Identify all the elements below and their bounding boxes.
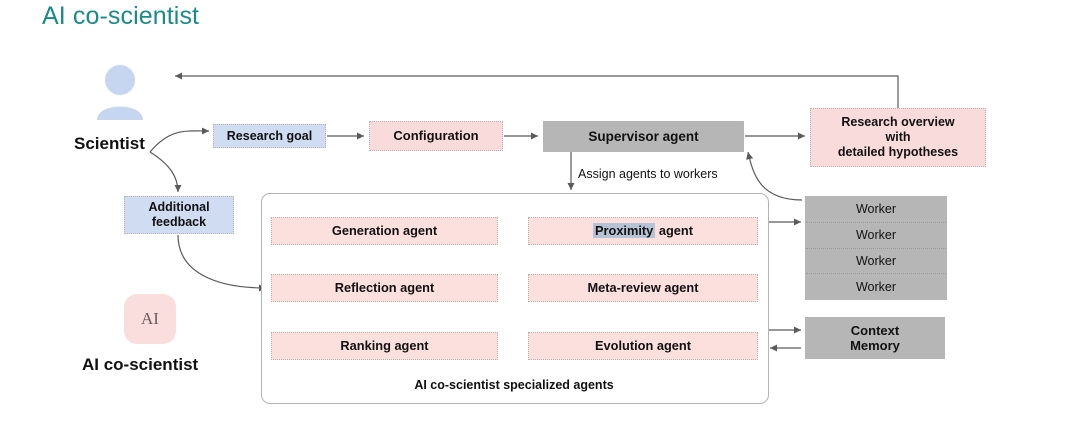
assign-agents-label: Assign agents to workers bbox=[578, 167, 718, 181]
research-overview-box[interactable]: Research overview with detailed hypothes… bbox=[810, 108, 986, 167]
worker-item[interactable]: Worker bbox=[806, 247, 946, 274]
worker-item[interactable]: Worker bbox=[806, 221, 946, 248]
scientist-label: Scientist bbox=[74, 134, 145, 153]
context-memory-line-2: Memory bbox=[850, 338, 900, 353]
meta-review-agent-box[interactable]: Meta-review agent bbox=[528, 274, 758, 302]
page-title: AI co-scientist bbox=[42, 2, 200, 30]
context-memory-box[interactable]: Context Memory bbox=[805, 317, 945, 359]
research-goal-box[interactable]: Research goal bbox=[213, 124, 326, 148]
research-overview-line-3: detailed hypotheses bbox=[837, 144, 959, 159]
research-overview-line-2: with bbox=[885, 130, 911, 145]
ai-co-scientist-label: AI co-scientist bbox=[82, 355, 199, 374]
worker-item[interactable]: Worker bbox=[806, 273, 946, 299]
ranking-agent-box[interactable]: Ranking agent bbox=[271, 332, 498, 360]
proximity-selected-text: Proximity bbox=[592, 223, 656, 239]
configuration-box[interactable]: Configuration bbox=[369, 121, 503, 151]
additional-feedback-box[interactable]: Additional feedback bbox=[124, 196, 234, 234]
scientist-avatar-icon bbox=[97, 65, 143, 120]
worker-item[interactable]: Worker bbox=[855, 202, 897, 217]
supervisor-agent-box[interactable]: Supervisor agent bbox=[543, 121, 744, 152]
specialized-agents-caption: AI co-scientist specialized agents bbox=[414, 378, 614, 392]
context-memory-line-1: Context bbox=[850, 322, 900, 338]
ai-logo-icon: AI bbox=[124, 294, 176, 344]
proximity-agent-suffix: agent bbox=[658, 223, 694, 239]
research-overview-line-1: Research overview bbox=[841, 115, 955, 130]
reflection-agent-box[interactable]: Reflection agent bbox=[271, 274, 498, 302]
workers-stack[interactable]: Worker Worker Worker Worker bbox=[805, 196, 947, 300]
additional-feedback-line-2: feedback bbox=[151, 215, 207, 229]
evolution-agent-box[interactable]: Evolution agent bbox=[528, 332, 758, 360]
additional-feedback-line-1: Additional bbox=[148, 200, 210, 215]
proximity-agent-box[interactable]: Proximity agent bbox=[528, 217, 758, 245]
generation-agent-box[interactable]: Generation agent bbox=[271, 217, 498, 245]
